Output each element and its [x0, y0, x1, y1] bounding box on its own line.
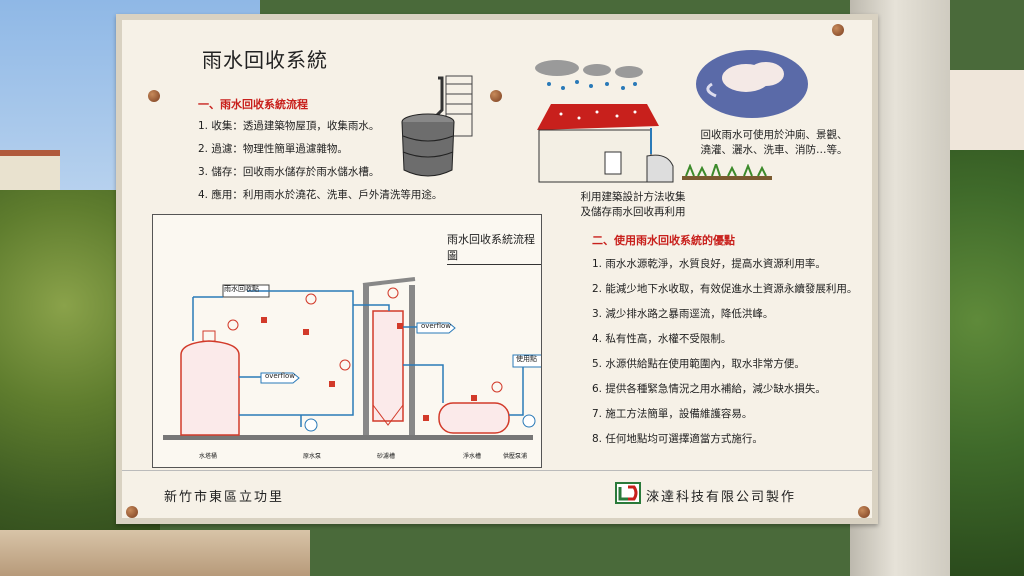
section1-item: 2. 過濾：物理性簡單過濾雜物。	[198, 143, 348, 155]
pump-icon	[304, 418, 318, 432]
component-label: 淨水槽	[463, 453, 482, 460]
overflow-label: overflow	[265, 372, 296, 380]
footer-divider	[122, 470, 872, 471]
uses-caption-line: 回收雨水可使用於沖廁、景觀、	[700, 129, 848, 141]
info-board: 雨水回收系統 一、雨水回收系統流程 1. 收集：透過建築物屋頂，收集雨水。 2.…	[116, 14, 878, 524]
company-logo-icon	[615, 482, 641, 504]
bolt	[126, 506, 138, 518]
use-point-box	[512, 354, 541, 368]
pump-icon	[522, 414, 536, 428]
bolt	[148, 90, 160, 102]
section2-item: 2. 能減少地下水收取，有效促進水土資源永續發展利用。	[592, 283, 858, 295]
rain-barrel-icon	[401, 75, 473, 177]
cloud-icon	[696, 50, 808, 118]
component-label: 供壓泵浦	[503, 453, 528, 460]
frame-post	[409, 285, 415, 435]
bolt	[832, 24, 844, 36]
house-rain-icon	[535, 60, 674, 183]
section1-item: 3. 儲存：回收雨水儲存於雨水儲水槽。	[198, 166, 380, 178]
component-label: 砂濾槽	[377, 453, 396, 460]
frame-post	[363, 285, 369, 435]
clean-water-tank	[438, 402, 510, 434]
tree-icon	[682, 164, 772, 180]
overflow-label: overflow	[421, 322, 452, 330]
diagram-title: 雨水回收系統流程圖	[447, 231, 541, 265]
use-point-label: 使用點	[516, 355, 537, 363]
flow-diagram: 雨水回收系統流程圖	[152, 214, 542, 468]
sand-filter-tank	[372, 310, 404, 422]
section2-heading: 二、使用雨水回收系統的優點	[592, 234, 735, 247]
section2-item: 4. 私有性高，水權不受限制。	[592, 333, 732, 345]
footer-maker: 淶達科技有限公司製作	[646, 490, 797, 505]
house-caption: 利用建築設計方法收集 及儲存雨水回收再利用	[558, 190, 708, 220]
overflow-box-2	[416, 322, 456, 334]
board-title: 雨水回收系統	[202, 48, 328, 72]
footer-location: 新竹市東區立功里	[164, 490, 285, 505]
component-label: 原水泵	[303, 453, 322, 460]
section1-item: 1. 收集：透過建築物屋頂，收集雨水。	[198, 120, 380, 132]
uses-caption: 回收雨水可使用於沖廁、景觀、 澆灌、灑水、洗車、消防…等。	[694, 128, 854, 158]
house-caption-line: 利用建築設計方法收集	[580, 191, 686, 203]
roof-label: 雨水回收點	[224, 285, 259, 293]
section2-item: 8. 任何地點均可選擇適當方式施行。	[592, 433, 763, 445]
bolt	[858, 506, 870, 518]
pipe-blue	[192, 290, 354, 427]
wall-ledge	[0, 530, 310, 576]
overflow-box-1	[260, 372, 300, 384]
ground-line	[163, 435, 533, 440]
uses-caption-line: 澆灌、灑水、洗車、消防…等。	[700, 144, 848, 156]
tank-inlet	[202, 330, 216, 342]
tower-tank	[180, 340, 240, 436]
section2-item: 5. 水源供給點在使用範圍內，取水非常方便。	[592, 358, 805, 370]
bolt	[490, 90, 502, 102]
section1-heading: 一、雨水回收系統流程	[198, 98, 308, 111]
section2-item: 3. 減少排水路之暴雨逕流，降低洪峰。	[592, 308, 774, 320]
component-label: 水塔桶	[199, 453, 218, 460]
section2-item: 6. 提供各種緊急情況之用水補給，減少缺水損失。	[592, 383, 826, 395]
pipe-blue	[239, 304, 524, 416]
flow-diagram-drawing	[163, 277, 541, 440]
section2-item: 7. 施工方法簡單，設備維護容易。	[592, 408, 753, 420]
section1-item: 4. 應用：利用雨水於澆花、洗車、戶外清洗等用途。	[198, 189, 443, 201]
house-caption-line: 及儲存雨水回收再利用	[580, 206, 686, 218]
section2-item: 1. 雨水水源乾淨，水質良好，提高水資源利用率。	[592, 258, 826, 270]
